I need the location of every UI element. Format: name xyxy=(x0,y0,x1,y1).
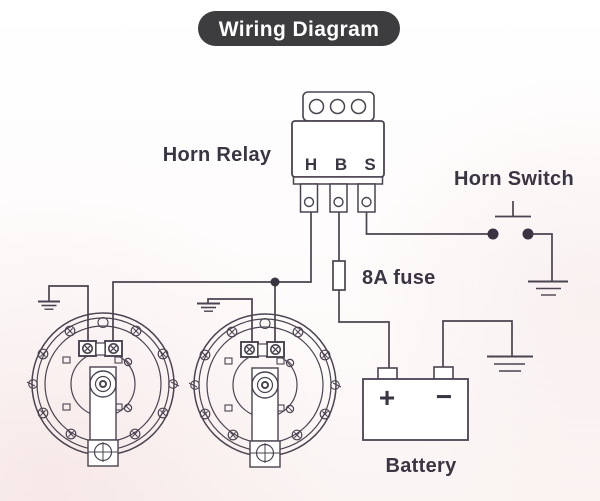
switch-contact-right xyxy=(522,228,534,240)
wire-relay-b-through-fuse-to-battery xyxy=(338,212,390,368)
battery: + − xyxy=(362,320,533,441)
wire-relay-s-to-switch xyxy=(365,212,488,235)
battery-positive-symbol: + xyxy=(379,382,395,413)
relay-terminal-label-b: B xyxy=(335,155,347,174)
horn-switch xyxy=(487,201,568,296)
switch-button-actuator xyxy=(495,201,531,218)
relay-tab-hole xyxy=(303,196,315,208)
wire-switch-to-ground xyxy=(532,233,553,281)
relay-terminal-label-s: S xyxy=(364,155,375,174)
fuse-label: 8A fuse xyxy=(362,267,436,289)
title-text: Wiring Diagram xyxy=(219,18,380,41)
relay-connector-top xyxy=(302,91,375,122)
battery-label: Battery xyxy=(385,455,457,477)
switch-contact-left xyxy=(487,228,499,240)
horn-right xyxy=(189,314,341,467)
relay-pin-hole xyxy=(308,98,325,115)
relay-tab-hole xyxy=(333,196,344,208)
horn-left xyxy=(27,313,179,466)
horn-relay-label: Horn Relay xyxy=(163,144,272,166)
relay-pin-hole xyxy=(350,98,367,115)
ground-symbol-battery xyxy=(487,355,533,372)
battery-post-negative xyxy=(433,366,454,381)
battery-negative-symbol: − xyxy=(436,381,452,412)
wire-junction-dot xyxy=(270,277,280,287)
relay-tab-hole xyxy=(361,196,372,208)
fuse-body xyxy=(332,260,346,291)
horn-switch-label: Horn Switch xyxy=(454,168,574,190)
relay-terminal-strip xyxy=(292,176,384,185)
wire-relay-h-to-horns xyxy=(112,212,312,343)
relay-terminal-label-h: H xyxy=(305,155,317,174)
wire-battery-to-ground xyxy=(442,320,513,367)
ground-symbol-switch xyxy=(528,280,568,296)
ground-right-horn xyxy=(197,298,253,342)
horn-relay: H B S xyxy=(291,91,385,213)
battery-body xyxy=(362,378,469,441)
title-badge: Wiring Diagram xyxy=(198,11,400,46)
ground-left-horn xyxy=(38,285,89,341)
relay-pin-hole xyxy=(329,98,346,115)
